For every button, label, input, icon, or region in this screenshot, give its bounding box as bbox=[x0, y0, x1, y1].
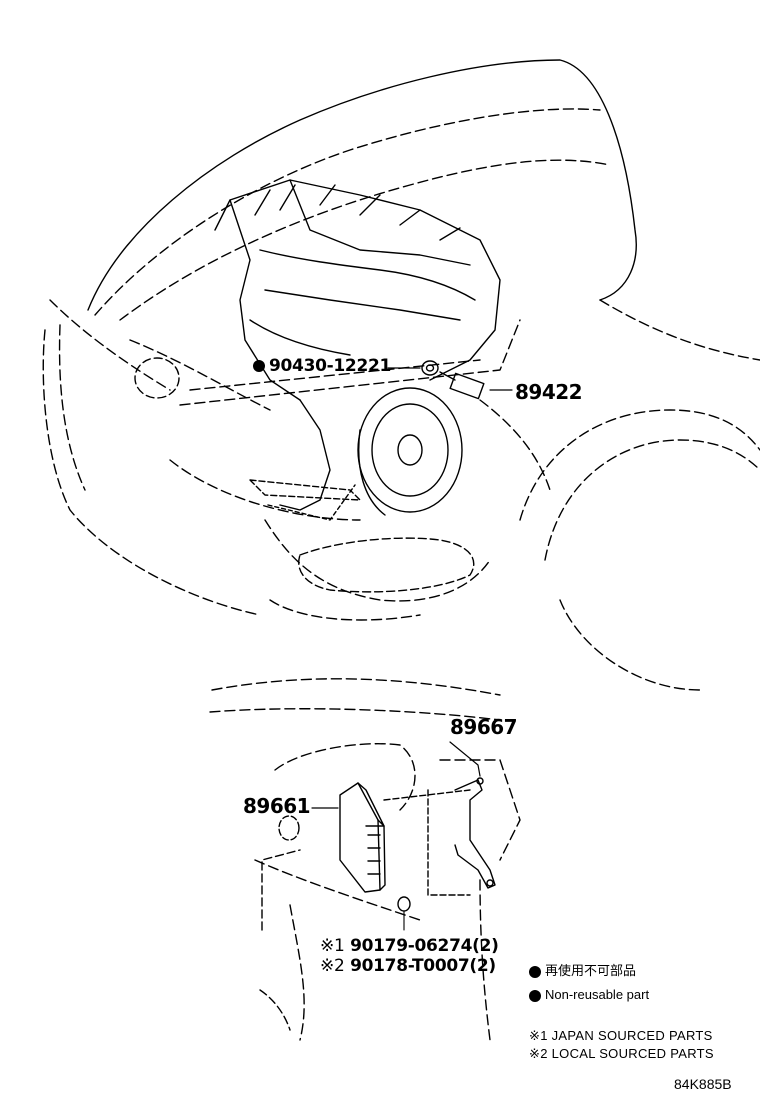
part-number-90178: 90178-T0007(2) bbox=[350, 956, 496, 976]
part-label-90430: 90430-12221 bbox=[253, 358, 391, 375]
diagram-reference-code: 84K885B bbox=[674, 1076, 732, 1092]
filled-circle-icon bbox=[253, 360, 265, 372]
ecu-mount-illustration bbox=[209, 678, 521, 1041]
filled-circle-icon bbox=[529, 989, 541, 1002]
ref-mark-1: ※1 bbox=[320, 936, 345, 956]
legend-non-reusable-jp: 再使用不可部品 bbox=[529, 964, 636, 978]
filled-circle-icon bbox=[529, 965, 541, 978]
part-number-90179: 90179-06274(2) bbox=[350, 936, 499, 956]
part-label-89661: 89661 bbox=[243, 794, 311, 818]
note-japan-sourced: ※1 JAPAN SOURCED PARTS bbox=[529, 1028, 713, 1043]
part-label-89667: 89667 bbox=[450, 715, 518, 739]
note-local-sourced: ※2 LOCAL SOURCED PARTS bbox=[529, 1046, 714, 1061]
legend-non-reusable-en: Non-reusable part bbox=[529, 988, 649, 1002]
part-label-90178: ※2 90178-T0007(2) bbox=[320, 958, 496, 975]
ref-mark-2: ※2 bbox=[320, 956, 345, 976]
car-front-illustration bbox=[42, 59, 760, 691]
part-label-89422: 89422 bbox=[515, 380, 583, 404]
part-label-90179: ※1 90179-06274(2) bbox=[320, 938, 499, 955]
